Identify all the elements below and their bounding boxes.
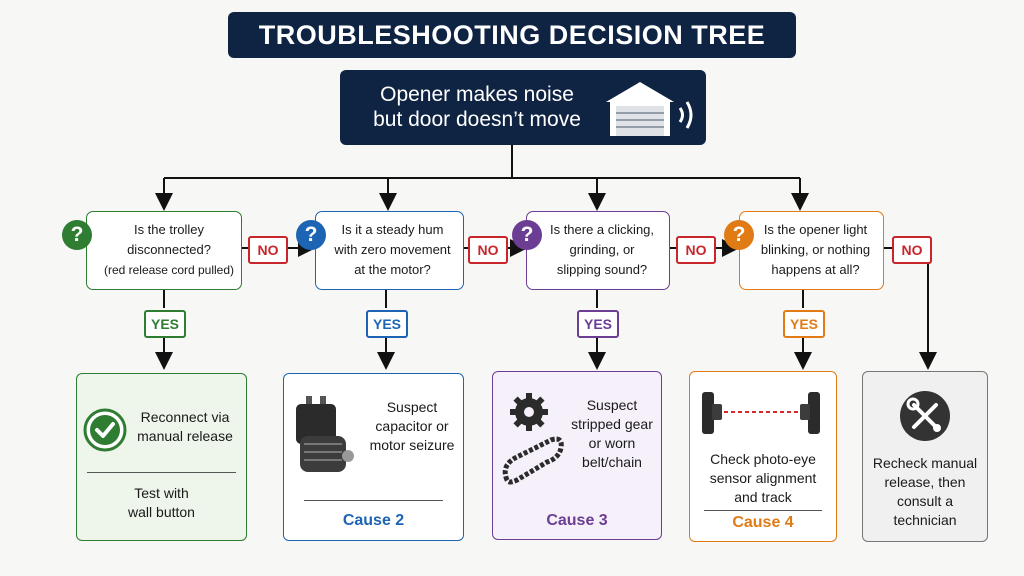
outcome-2-line-1: Suspect: [386, 399, 438, 415]
question-box-4: Is the opener light blinking, or nothing…: [739, 211, 884, 290]
outcome-4-line-3: and track: [734, 489, 792, 505]
cause-label: Cause 2: [342, 512, 405, 529]
outcome-2-line-3: motor seizure: [369, 437, 455, 453]
yes-label: YES: [577, 310, 619, 338]
question-icon: ?: [296, 220, 326, 250]
photo-eye-sensor-icon: [702, 392, 820, 434]
yes-label: YES: [783, 310, 825, 338]
diagram-title: TROUBLESHOOTING DECISION TREE: [228, 12, 796, 58]
garage-door-sound-icon: [606, 82, 693, 136]
outcome-3-line-2: stripped gear: [571, 416, 653, 432]
outcome-3-line-1: Suspect: [586, 397, 638, 413]
question-box-3: Is there a clicking, grinding, or slippi…: [526, 211, 670, 290]
question-box-2: Is it a steady hum with zero movement at…: [315, 211, 464, 290]
outcome-card-3: Suspect stripped gear or worn belt/chain…: [492, 371, 662, 540]
no-label: NO: [676, 236, 716, 264]
root-line-2: but door doesn’t move: [373, 108, 581, 131]
root-problem-box: Opener makes noise but door doesn’t move: [340, 70, 706, 145]
question-2-line-2: with zero movement: [334, 242, 451, 257]
divider: [704, 510, 822, 511]
outcome-card-4: Check photo-eye sensor alignment and tra…: [689, 371, 837, 542]
outcome-card-5: Recheck manual release, then consult a t…: [862, 371, 988, 542]
yes-label: YES: [144, 310, 186, 338]
outcome-1-line-1: Reconnect via: [140, 409, 230, 425]
question-3-line-3: slipping sound?: [556, 262, 648, 277]
divider: [304, 500, 443, 501]
yes-label: YES: [366, 310, 408, 338]
question-4-line-2: blinking, or nothing: [760, 242, 871, 257]
outcome-1-sub-line-1: Test with: [134, 485, 189, 501]
question-4-line-3: happens at all?: [771, 262, 860, 277]
gear-chain-icon: [502, 393, 564, 485]
outcome-5-line-2: release, then: [884, 474, 966, 490]
outcome-4-line-1: Check photo-eye: [710, 451, 816, 467]
outcome-1-sub-line-2: wall button: [128, 504, 195, 520]
question-2-line-3: at the motor?: [354, 262, 431, 277]
outcome-1-line-2: manual release: [137, 428, 233, 444]
question-4-line-1: Is the opener light: [763, 222, 868, 237]
question-3-line-2: grinding, or: [569, 242, 635, 257]
root-problem-text: Opener makes noise but door doesn’t move: [368, 82, 586, 132]
outcome-5-line-3: consult a: [896, 493, 954, 509]
no-label: NO: [892, 236, 932, 264]
motor-icon: [296, 396, 354, 472]
question-icon: ?: [62, 220, 92, 250]
no-label: NO: [468, 236, 508, 264]
question-3-line-1: Is there a clicking,: [549, 222, 655, 237]
question-icon: ?: [724, 220, 754, 250]
question-1-text: Is the trolley disconnected? (red releas…: [97, 220, 241, 280]
outcome-1-text: Reconnect via manual release: [129, 408, 241, 446]
question-1-line-1: Is the trolley: [133, 222, 205, 237]
question-4-text: Is the opener light blinking, or nothing…: [748, 220, 883, 280]
question-2-text: Is it a steady hum with zero movement at…: [322, 220, 463, 280]
outcome-5-text: Recheck manual release, then consult a t…: [863, 454, 987, 530]
outcome-3-text: Suspect stripped gear or worn belt/chain: [567, 396, 657, 472]
divider: [87, 472, 236, 473]
question-3-text: Is there a clicking, grinding, or slippi…: [535, 220, 669, 280]
outcome-3-line-3: or worn: [588, 435, 636, 451]
outcome-card-2: Suspect capacitor or motor seizure Cause…: [283, 373, 464, 541]
outcome-4-line-2: sensor alignment: [709, 470, 817, 486]
question-2-line-1: Is it a steady hum: [341, 222, 444, 237]
question-icon: ?: [512, 220, 542, 250]
outcome-2-text: Suspect capacitor or motor seizure: [362, 398, 462, 455]
checkmark-icon: [83, 408, 127, 452]
question-box-1: Is the trolley disconnected? (red releas…: [86, 211, 242, 290]
root-line-1: Opener makes noise: [380, 83, 574, 106]
cause-label: Cause 3: [546, 512, 608, 529]
no-label: NO: [248, 236, 288, 264]
outcome-2-line-2: capacitor or: [375, 418, 449, 434]
outcome-5-line-1: Recheck manual: [872, 455, 978, 471]
outcome-5-line-4: technician: [893, 512, 957, 528]
cause-label: Cause 4: [732, 514, 794, 531]
tools-icon: [900, 391, 950, 441]
outcome-1-subtext: Test with wall button: [77, 484, 246, 522]
outcome-3-line-4: belt/chain: [582, 454, 642, 470]
outcome-4-text: Check photo-eye sensor alignment and tra…: [690, 450, 836, 507]
outcome-card-1: Reconnect via manual release Test with w…: [76, 373, 247, 541]
question-1-line-2: disconnected?: [127, 242, 211, 257]
question-1-line-3: (red release cord pulled): [103, 263, 235, 277]
